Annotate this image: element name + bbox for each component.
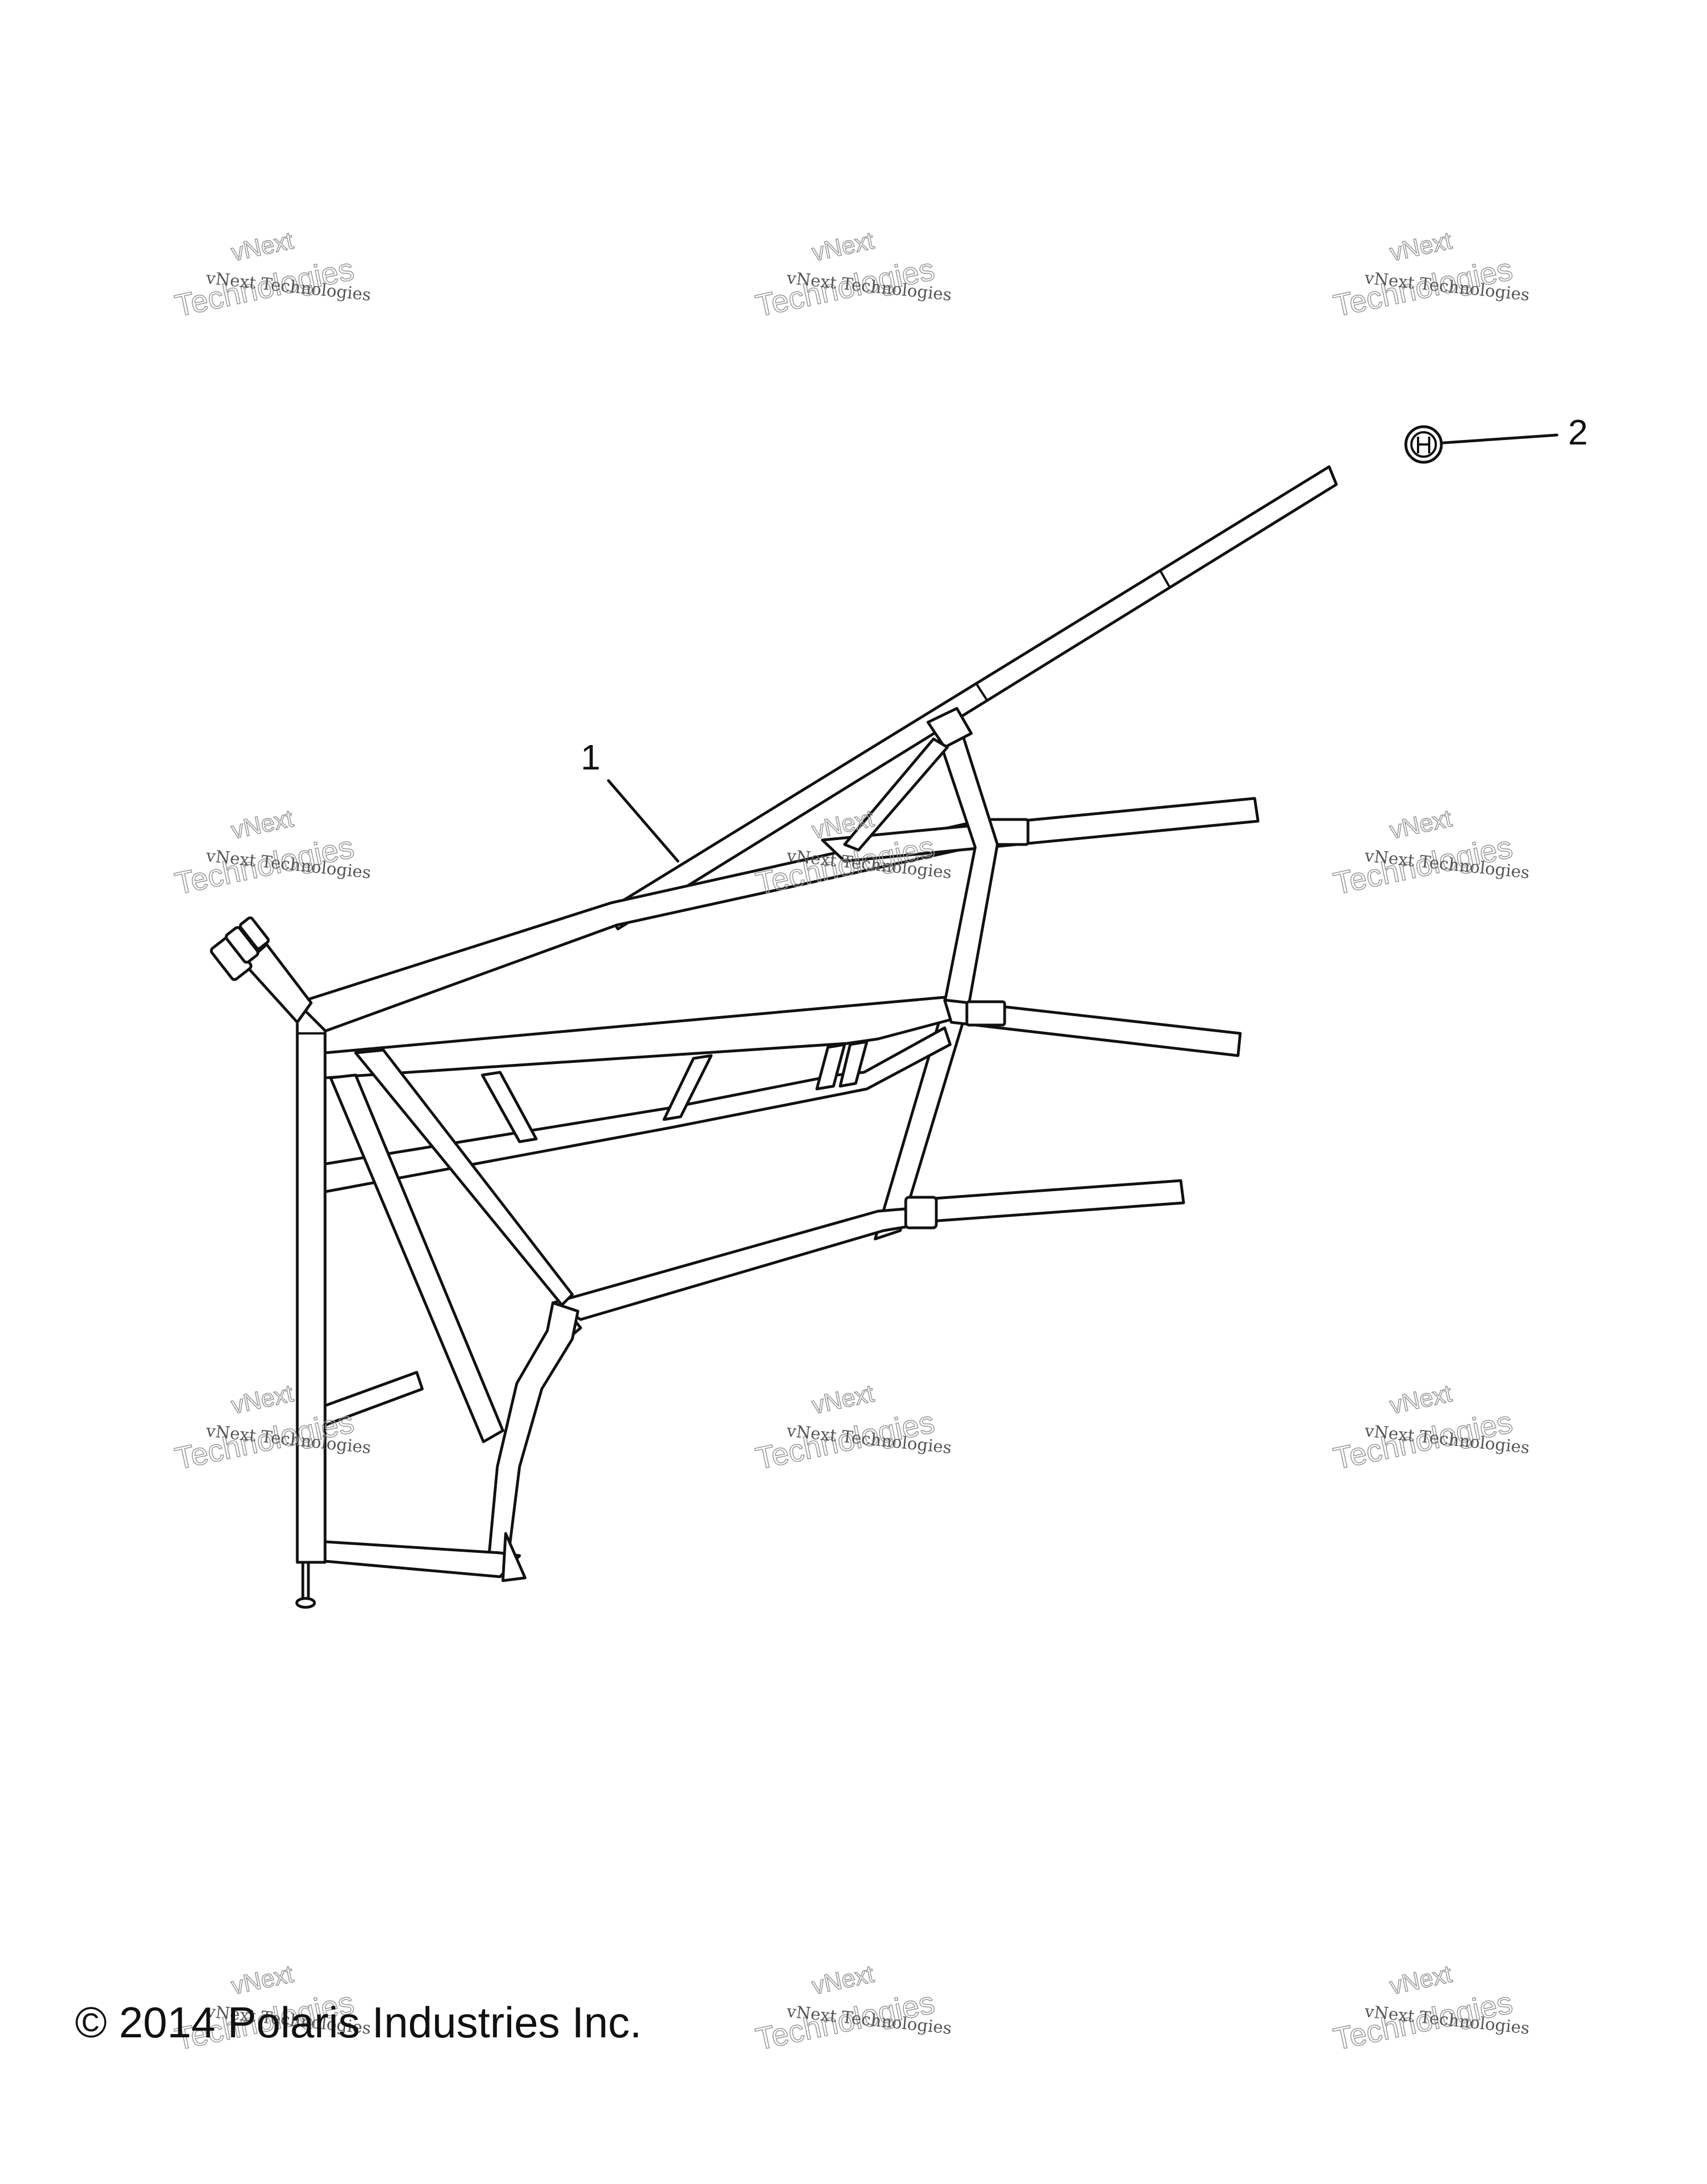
callout-1: 1 bbox=[581, 737, 680, 863]
callout-1-label: 1 bbox=[581, 737, 601, 777]
watermark-text: vNext bbox=[1387, 227, 1454, 266]
retainer-clip-part bbox=[1404, 425, 1443, 464]
watermark-text: vNext bbox=[229, 227, 296, 266]
callout-2-leader bbox=[1442, 433, 1559, 444]
frame-middle-beam bbox=[323, 996, 953, 1079]
copyright-notice: © 2014 Polaris Industries Inc. bbox=[75, 1998, 642, 2047]
watermark-text: vNext bbox=[229, 804, 296, 844]
frame-arm-upper bbox=[821, 797, 1260, 863]
callout-2: 2 bbox=[1442, 412, 1588, 452]
frame-top-rail bbox=[604, 465, 1338, 931]
callout-1-leader bbox=[607, 779, 680, 863]
frame-left-post bbox=[296, 1001, 327, 1564]
frame-arm-middle bbox=[943, 998, 1242, 1057]
watermark-text: vNext bbox=[1387, 804, 1454, 844]
watermark-text: vNext bbox=[810, 1960, 876, 2000]
frame-right-strut bbox=[874, 729, 999, 1241]
frame-front-bracket bbox=[243, 943, 313, 1024]
watermark-text: vNext bbox=[810, 1380, 876, 1419]
watermark-text: vNext bbox=[1387, 1960, 1454, 2000]
watermark-text: vNext bbox=[229, 1960, 296, 2000]
watermark-text: vNext bbox=[810, 227, 876, 266]
frame-arm-lower bbox=[910, 1179, 1185, 1224]
frame-diagonal-inner bbox=[329, 1073, 505, 1443]
callout-2-label: 2 bbox=[1568, 412, 1588, 452]
watermark-text: vNext bbox=[229, 1380, 296, 1419]
frame-assembly bbox=[209, 465, 1338, 1609]
frame-lower-rail bbox=[551, 1207, 919, 1321]
watermark-text: vNext bbox=[1387, 1380, 1454, 1419]
frame-lower-beam bbox=[323, 1026, 952, 1193]
